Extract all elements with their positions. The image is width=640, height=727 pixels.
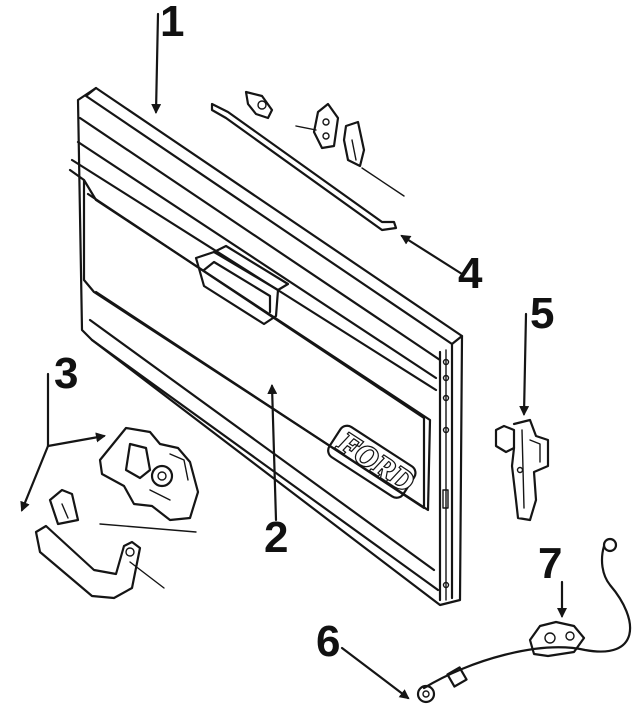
callout-3: 3 xyxy=(54,349,78,398)
latch-striker xyxy=(494,418,550,522)
leader-3b xyxy=(20,444,50,512)
cable-retainer xyxy=(528,620,586,658)
linkage-rods xyxy=(210,90,405,232)
tailgate-panel xyxy=(68,86,464,607)
callout-6: 6 xyxy=(316,617,340,666)
callout-2: 2 xyxy=(264,513,288,562)
support-cable xyxy=(416,537,632,704)
leader-6 xyxy=(340,646,410,700)
callout-labels: 1 2 3 4 5 6 7 xyxy=(54,0,562,666)
leader-2 xyxy=(267,384,278,522)
leader-lines xyxy=(20,12,567,700)
callout-5: 5 xyxy=(530,289,554,338)
leader-5 xyxy=(519,312,530,416)
leader-4 xyxy=(400,234,464,276)
callout-4: 4 xyxy=(458,249,483,298)
latch-handle-assembly xyxy=(34,426,200,600)
callout-1: 1 xyxy=(160,0,184,46)
leader-1 xyxy=(151,12,162,114)
leader-3a xyxy=(46,432,106,448)
callout-7: 7 xyxy=(538,539,562,588)
